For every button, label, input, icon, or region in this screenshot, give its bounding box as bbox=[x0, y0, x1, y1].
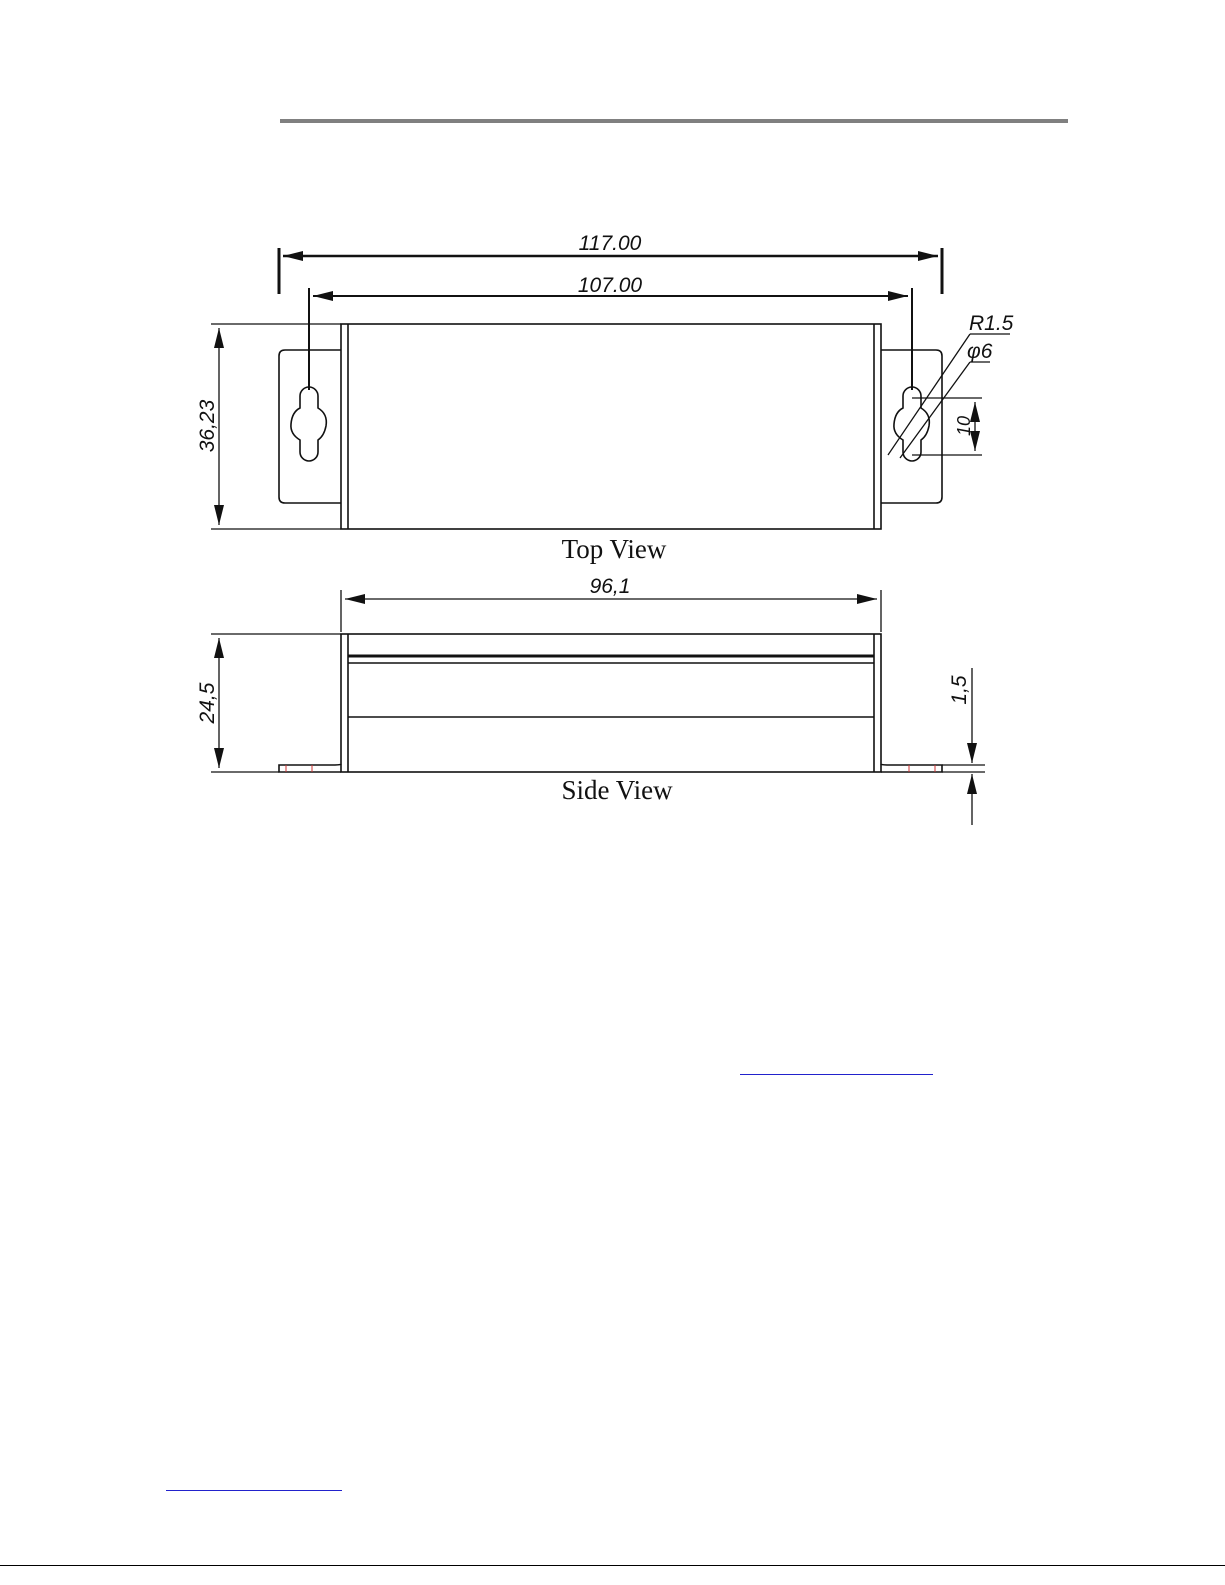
footer-rule bbox=[0, 1565, 1225, 1566]
dim-radius-text: R1.5 bbox=[969, 312, 1014, 335]
dim-hole-spacing-text: 107.00 bbox=[578, 274, 643, 297]
dim-slot-length-text: 10 bbox=[954, 416, 974, 436]
dim-body-length-text: 96,1 bbox=[590, 575, 631, 598]
dimension-hole-spacing bbox=[309, 288, 912, 390]
side-view bbox=[279, 634, 942, 772]
dim-diameter-text: φ6 bbox=[967, 340, 993, 363]
dim-overall-length-text: 117.00 bbox=[579, 232, 642, 255]
dim-height-text: 24,5 bbox=[196, 682, 219, 724]
side-left-flange bbox=[279, 764, 341, 772]
side-right-flange bbox=[881, 764, 942, 772]
hyperlink-underline[interactable] bbox=[740, 1074, 933, 1075]
dim-flange-thickness-text: 1,5 bbox=[948, 675, 971, 705]
dimension-width bbox=[211, 324, 341, 529]
top-view bbox=[279, 324, 942, 529]
top-body bbox=[341, 324, 881, 529]
flange-hole-marks bbox=[286, 765, 935, 772]
top-view-label: Top View bbox=[562, 534, 667, 564]
dimension-height bbox=[211, 634, 341, 772]
footer-link-underline[interactable] bbox=[166, 1490, 342, 1491]
left-keyhole-slot bbox=[291, 387, 326, 461]
dim-width-text: 36,23 bbox=[196, 399, 219, 452]
side-view-label: Side View bbox=[561, 775, 673, 805]
